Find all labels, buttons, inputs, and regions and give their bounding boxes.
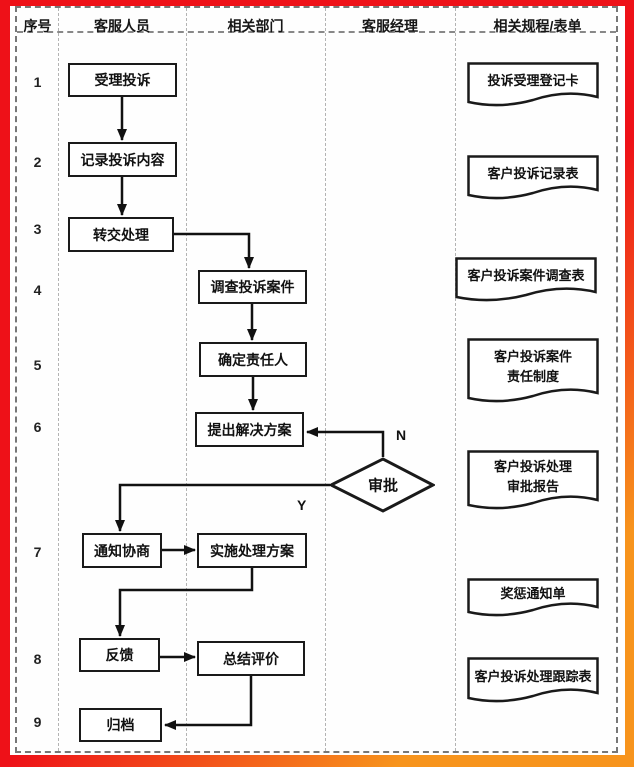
- column-divider: [186, 8, 187, 751]
- row-number: 6: [33, 419, 42, 435]
- header-cell: 客服人员: [94, 17, 150, 34]
- decision-diamond: 审批: [327, 457, 437, 513]
- connector-arrow: [115, 483, 331, 532]
- document-outline: [467, 657, 599, 703]
- document-label: 奖惩通知单: [500, 586, 566, 601]
- column-divider: [325, 8, 326, 751]
- process-box-b8: 实施处理方案: [197, 533, 307, 568]
- process-box-b9: 反馈: [79, 638, 160, 672]
- document-label: 客户投诉处理: [493, 458, 572, 474]
- process-box-b1: 受理投诉: [68, 63, 177, 97]
- document-label: 审批报告: [506, 478, 559, 494]
- branch-label-no: N: [396, 427, 407, 443]
- header-cell: 相关规程/表单: [493, 17, 582, 34]
- process-box-b3: 转交处理: [68, 217, 174, 252]
- connector-arrow: [174, 232, 254, 269]
- document-shape-doc2: 客户投诉记录表: [467, 155, 599, 203]
- document-outline: [467, 450, 599, 510]
- branch-label-yes: Y: [297, 497, 307, 513]
- document-label: 客户投诉记录表: [487, 166, 579, 181]
- process-box-b10: 总结评价: [197, 641, 305, 676]
- row-number: 8: [33, 651, 42, 667]
- process-box-b5: 确定责任人: [199, 342, 307, 377]
- document-label: 投诉受理登记卡: [487, 73, 579, 88]
- row-number: 9: [33, 714, 42, 730]
- document-label: 客户投诉案件调查表: [467, 268, 585, 283]
- document-shape-doc4: 客户投诉案件责任制度: [467, 338, 599, 406]
- column-divider: [58, 8, 59, 751]
- document-label: 客户投诉案件: [493, 349, 572, 364]
- document-outline: [467, 62, 599, 107]
- row-number: 5: [33, 357, 42, 373]
- header-separator: [17, 31, 616, 33]
- header-cell: 客服经理: [362, 17, 418, 34]
- row-number: 7: [33, 544, 42, 560]
- row-number: 1: [33, 74, 42, 90]
- document-shape-doc5: 客户投诉处理审批报告: [467, 450, 599, 513]
- row-number: 3: [33, 221, 42, 237]
- connector-arrow: [306, 427, 385, 457]
- process-box-b11: 归档: [79, 708, 162, 742]
- document-outline: [467, 578, 599, 617]
- column-divider: [455, 8, 456, 751]
- decision-label: 审批: [367, 477, 399, 495]
- document-shape-doc7: 客户投诉处理跟踪表: [467, 657, 599, 706]
- header-cell: 序号: [23, 17, 52, 34]
- document-shape-doc6: 奖惩通知单: [467, 578, 599, 620]
- row-number: 4: [33, 282, 42, 298]
- document-shape-doc1: 投诉受理登记卡: [467, 62, 599, 110]
- document-label: 责任制度: [506, 369, 559, 384]
- header-cell: 相关部门: [227, 17, 284, 34]
- document-outline: [455, 257, 597, 302]
- document-outline: [467, 338, 599, 403]
- connector-arrow: [115, 568, 254, 637]
- process-box-b4: 调查投诉案件: [198, 270, 307, 304]
- process-box-b2: 记录投诉内容: [68, 142, 177, 177]
- connector-arrow: [164, 676, 253, 730]
- row-number: 2: [33, 154, 42, 170]
- process-box-b6: 提出解决方案: [195, 412, 304, 447]
- document-shape-doc3: 客户投诉案件调查表: [455, 257, 597, 305]
- document-outline: [467, 155, 599, 200]
- document-label: 客户投诉处理跟踪表: [474, 668, 592, 684]
- process-box-b7: 通知协商: [82, 533, 162, 568]
